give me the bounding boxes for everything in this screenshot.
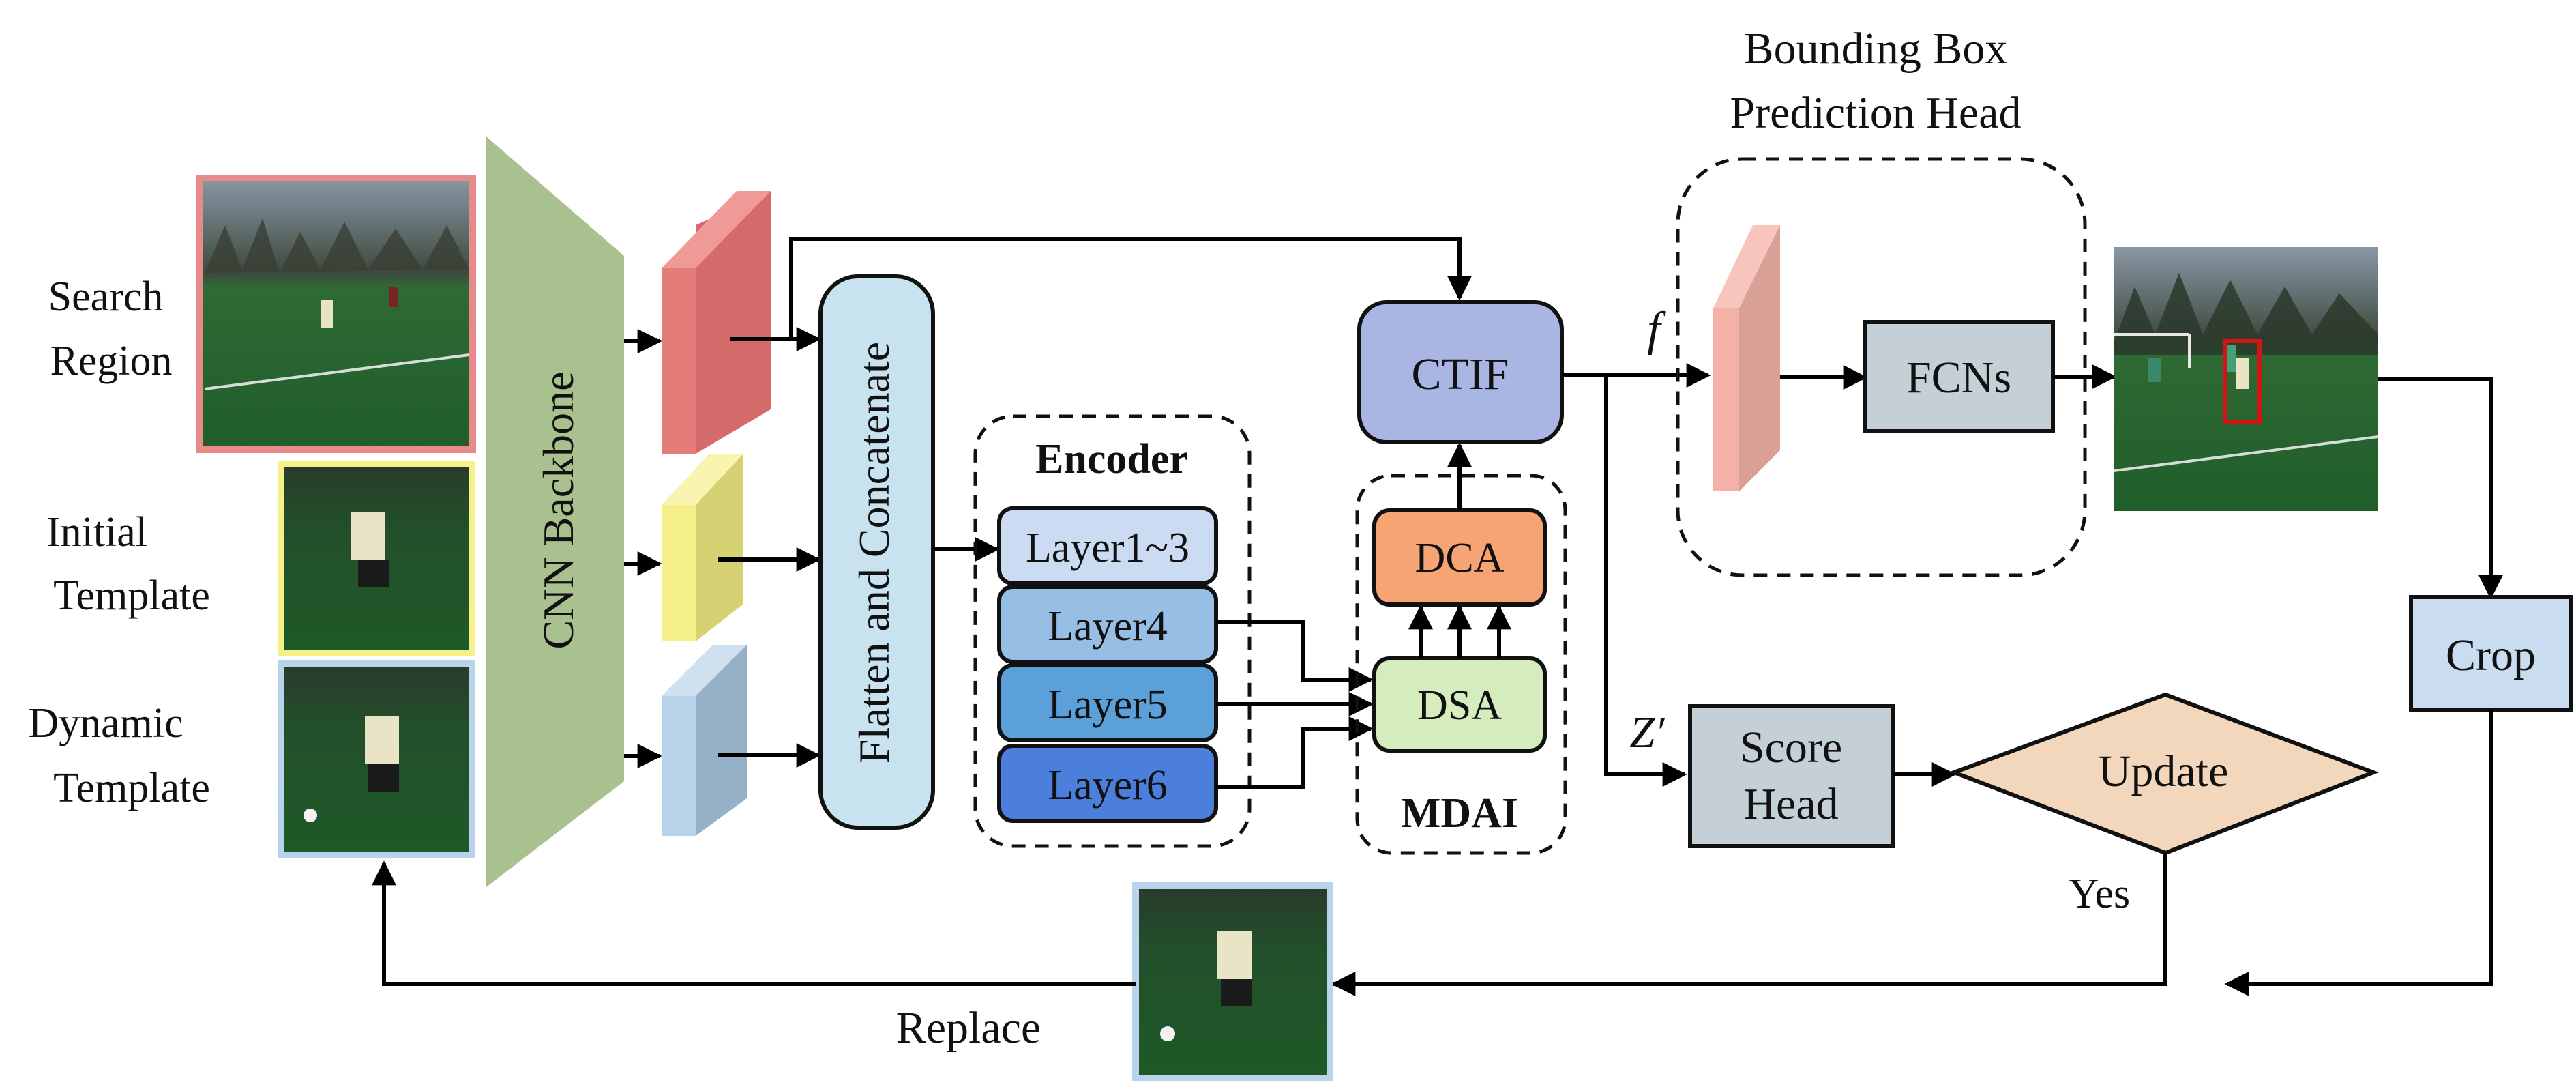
bbox-head-title-2: Prediction Head xyxy=(1730,88,2021,138)
dsa-label: DSA xyxy=(1417,682,1502,729)
cnn-backbone-block xyxy=(486,136,624,887)
crop-label: Crop xyxy=(2446,630,2536,680)
encoder-layer1-3 xyxy=(997,506,1218,585)
update-label: Update xyxy=(2099,746,2229,796)
encoder-layer6-label: Layer6 xyxy=(1048,762,1168,809)
initial-template-label-1: Initial xyxy=(46,509,147,555)
search-feature-map xyxy=(662,191,771,454)
search-region-label-2: Region xyxy=(50,338,172,384)
update-decision xyxy=(1948,692,2380,856)
fcns-label: FCNs xyxy=(1906,353,2011,403)
initial-feature-map xyxy=(662,454,743,641)
replace-image xyxy=(1132,882,1333,1081)
encoder-layer5-label: Layer5 xyxy=(1048,682,1168,728)
f-symbol: f xyxy=(1647,303,1666,355)
crop-block xyxy=(2409,595,2573,712)
fcns-block xyxy=(1863,320,2055,433)
yes-label: Yes xyxy=(2069,871,2130,917)
bbox-feature-map xyxy=(1713,225,1780,491)
encoder-layer4-label: Layer4 xyxy=(1048,603,1168,650)
dynamic-template-label-1: Dynamic xyxy=(28,700,183,746)
dynamic-template-image xyxy=(278,660,475,858)
encoder-layer6 xyxy=(997,744,1218,823)
z-prime-symbol: Z′ xyxy=(1629,708,1665,757)
dynamic-template-label-2: Template xyxy=(53,765,210,811)
dca-label: DCA xyxy=(1415,535,1505,581)
flatten-concatenate-block xyxy=(818,274,935,830)
search-region-image xyxy=(196,175,476,453)
mdai-title: MDAI xyxy=(1401,790,1518,837)
ctif-block xyxy=(1357,300,1564,444)
initial-template-label-2: Template xyxy=(53,572,210,619)
score-head-label-1: Score xyxy=(1740,723,1842,772)
encoder-group xyxy=(973,414,1252,848)
output-image xyxy=(2114,247,2379,511)
encoder-layer1-3-label: Layer1~3 xyxy=(1026,525,1189,571)
encoder-title: Encoder xyxy=(1035,436,1188,482)
replace-label: Replace xyxy=(896,1003,1041,1053)
bbox-head-group xyxy=(1676,157,2087,577)
flatten-concatenate-label: Flatten and Concatenate xyxy=(850,342,898,764)
score-head-label-2: Head xyxy=(1743,779,1838,829)
initial-template-image xyxy=(278,461,475,656)
score-head-block xyxy=(1688,704,1895,848)
ctif-label: CTIF xyxy=(1411,349,1509,399)
search-region-label-1: Search xyxy=(48,274,164,320)
bbox-head-title-1: Bounding Box xyxy=(1744,24,2008,74)
cnn-backbone-label: CNN Backbone xyxy=(534,371,582,649)
dynamic-feature-map xyxy=(662,645,747,836)
